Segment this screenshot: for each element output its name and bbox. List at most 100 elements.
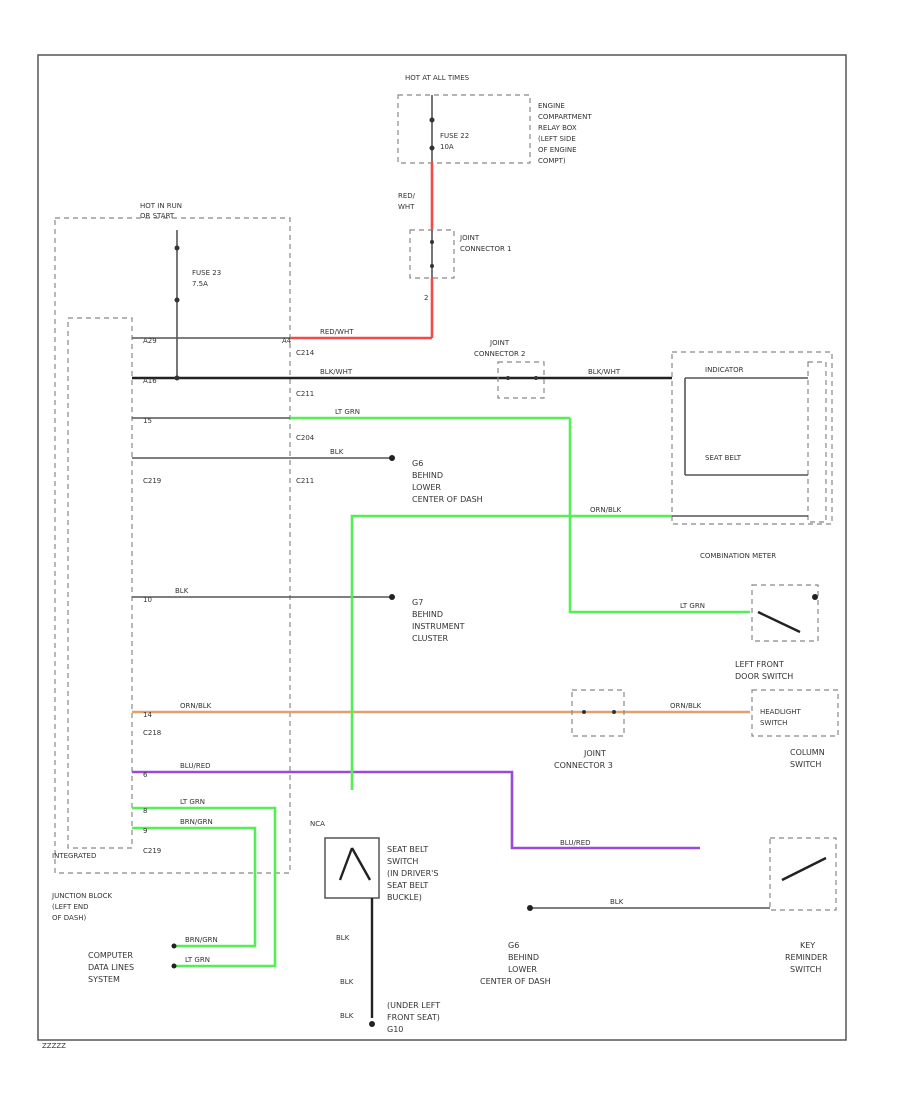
pin-15-label: 15: [143, 417, 152, 425]
c214-label: C214: [296, 349, 315, 357]
c211b-label: C211: [296, 477, 314, 485]
g6b-center: CENTER OF DASH: [480, 977, 551, 986]
pin-a16-label: A16: [143, 377, 157, 385]
joint-connector-2-line-2: CONNECTOR 2: [474, 350, 526, 358]
door-switch-line-2: DOOR SWITCH: [735, 672, 793, 681]
door-switch-line-1: LEFT FRONT: [735, 660, 784, 669]
lt-grn-door-wire: LT GRN: [568, 418, 750, 614]
headlight-switch-line-1: HEADLIGHT: [760, 708, 802, 716]
orn-blk-seatbelt-wire: ORN/BLK: [350, 506, 672, 790]
diagram-frame: [37, 54, 847, 1041]
red-wht-label-2: WHT: [398, 203, 415, 211]
g6-label: G6: [412, 459, 423, 468]
orn-blk-label-b: ORN/BLK: [670, 702, 702, 710]
seat-belt-switch-line-1: SEAT BELT: [387, 845, 428, 854]
red-wht-label-1: RED/: [398, 192, 416, 200]
seat-belt-switch-line-4: SEAT BELT: [387, 881, 428, 890]
c211-label: C211: [296, 390, 314, 398]
engine-relay-box-line-2: COMPARTMENT: [538, 113, 592, 121]
blk-label: BLK: [330, 448, 344, 456]
blk-label-e: BLK: [340, 1012, 354, 1020]
seat-belt-switch-line-3: (IN DRIVER'S: [387, 869, 438, 878]
junction-block-line-2: (LEFT END: [52, 903, 89, 911]
g10-line-1: (UNDER LEFT: [387, 1001, 440, 1010]
c219-label: C219: [143, 477, 161, 485]
headlight-switch: HEADLIGHT SWITCH COLUMN SWITCH: [751, 689, 839, 769]
g6-center: CENTER OF DASH: [412, 495, 483, 504]
pin-10-label: 10: [143, 596, 152, 604]
lt-grn-label-d: LT GRN: [185, 956, 210, 964]
engine-relay-box-line-6: COMPT): [538, 157, 566, 165]
pin-2-label: 2: [424, 294, 428, 302]
joint-connector-1-line-1: JOINT: [459, 234, 480, 242]
g6b-lower: LOWER: [508, 965, 537, 974]
fuse-23-label: FUSE 23: [192, 269, 221, 277]
junction-wires: A29 C214 A4 A16 BLK/WHT C211 BLK/WHT 15 …: [88, 337, 750, 984]
junction-block-line-1: JUNCTION BLOCK: [51, 892, 112, 900]
g7-behind: BEHIND: [412, 610, 443, 619]
red-wht-wire-label: RED/WHT: [320, 328, 354, 336]
blk-key-label: BLK: [610, 898, 624, 906]
indicator-label: INDICATOR: [705, 366, 744, 374]
blk-wht-label-b: BLK/WHT: [588, 368, 621, 376]
computer-data-line-1: COMPUTER: [88, 951, 133, 960]
blk-label-b: BLK: [175, 587, 189, 595]
lt-grn-label: LT GRN: [335, 408, 360, 416]
joint-connector-1-line-2: CONNECTOR 1: [460, 245, 512, 253]
key-reminder-switch: BLK G6 BEHIND LOWER CENTER OF DASH KEY R…: [480, 837, 837, 986]
nca-label: NCA: [310, 820, 325, 828]
g7-label: G7: [412, 598, 423, 607]
orn-blk-label: ORN/BLK: [180, 702, 212, 710]
c219b-label: C219: [143, 847, 161, 855]
blk-label-d: BLK: [340, 978, 354, 986]
combination-meter: INDICATOR SEAT BELT COMBINATION METER: [671, 351, 833, 560]
hot-in-run-label-2: OR START: [140, 212, 175, 220]
fuse-23-rating: 7.5A: [192, 280, 208, 288]
g6-lower: LOWER: [412, 483, 441, 492]
joint-connector-3-line-2: CONNECTOR 3: [554, 761, 613, 770]
c204-label: C204: [296, 434, 315, 442]
blu-red-label: BLU/RED: [180, 762, 211, 770]
fuse-22-label: FUSE 22: [440, 132, 469, 140]
left-front-door-switch: LEFT FRONT DOOR SWITCH: [735, 584, 819, 681]
computer-data-line-3: SYSTEM: [88, 975, 120, 984]
g7-cluster: CLUSTER: [412, 634, 449, 643]
joint-connector-2-line-1: JOINT: [489, 339, 510, 347]
hot-in-run-label-1: HOT IN RUN: [140, 202, 182, 210]
computer-data-line-2: DATA LINES: [88, 963, 134, 972]
orn-blk-label-c: ORN/BLK: [590, 506, 622, 514]
pin-6-label: 6: [143, 771, 148, 779]
brn-grn-label: BRN/GRN: [180, 818, 213, 826]
lt-grn-label-b: LT GRN: [680, 602, 705, 610]
pin-8-label: 8: [143, 807, 147, 815]
key-reminder-line-1: KEY: [800, 941, 815, 950]
junction-block-line-3: OF DASH): [52, 914, 87, 922]
engine-relay-box: HOT AT ALL TIMES ENGINE COMPARTMENT RELA…: [397, 74, 592, 165]
combination-meter-label: COMBINATION METER: [700, 552, 776, 560]
g6-behind: BEHIND: [412, 471, 443, 480]
pin-14-label: 14: [143, 711, 152, 719]
pin-a4-label: A4: [282, 337, 292, 345]
c218-label: C218: [143, 729, 161, 737]
red-wht-wire: RED/ WHT RED/WHT: [290, 162, 434, 340]
junction-block: HOT IN RUN OR START FUSE 23 7.5A INTEGRA…: [51, 202, 291, 922]
headlight-switch-line-2: SWITCH: [760, 719, 787, 727]
pin-9-label: 9: [143, 827, 147, 835]
g7-instrument: INSTRUMENT: [412, 622, 465, 631]
integrated-control-label: INTEGRATED: [52, 852, 96, 860]
column-switch-line-2: SWITCH: [790, 760, 821, 769]
joint-connector-2: JOINT CONNECTOR 2: [474, 339, 545, 399]
blk-wht-label: BLK/WHT: [320, 368, 353, 376]
fuse-22-rating: 10A: [440, 143, 454, 151]
engine-relay-box-line-3: RELAY BOX: [538, 124, 577, 132]
engine-relay-box-line-5: OF ENGINE: [538, 146, 577, 154]
lt-grn-label-c: LT GRN: [180, 798, 205, 806]
engine-relay-box-line-1: ENGINE: [538, 102, 565, 110]
seat-belt-switch: NCA SEAT BELT SWITCH (IN DRIVER'S SEAT B…: [310, 820, 440, 1034]
column-switch-line-1: COLUMN: [790, 748, 825, 757]
footer-code: ZZZZZ: [42, 1042, 66, 1050]
g6b-behind: BEHIND: [508, 953, 539, 962]
joint-connector-3: JOINT CONNECTOR 3: [554, 689, 625, 770]
hot-at-all-times-label: HOT AT ALL TIMES: [405, 74, 470, 82]
